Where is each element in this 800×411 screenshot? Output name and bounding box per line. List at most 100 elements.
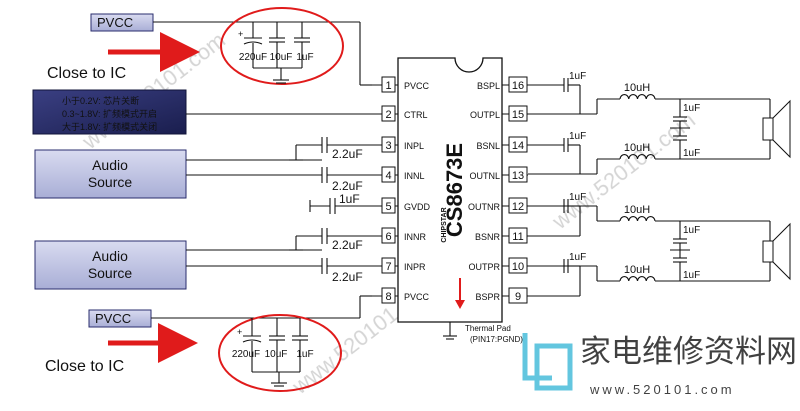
cap-inpr: 2.2uF: [332, 270, 363, 284]
cap-filter-top-1: 1uF: [683, 103, 700, 114]
pin-box-4: [381, 166, 396, 183]
audio-source-2-box: [34, 240, 187, 290]
inductor-4: [619, 275, 656, 282]
chip-part-number: CS8673E: [442, 143, 467, 237]
audio-source-1-box: [34, 149, 187, 199]
output-network: 1uF 1uF 1uF 1uF 10uH 10uH 10uH 10uH 1uF 1uF: [528, 71, 791, 297]
cap-inpl: 2.2uF: [332, 147, 363, 161]
pin-box-9: [508, 287, 528, 304]
pin-name-outnl: OUTNL: [469, 171, 500, 181]
watermark-logo-text: 家电维修资料网: [580, 334, 797, 369]
pin-number-14: 14: [512, 140, 524, 152]
pin-name-outpl: OUTPL: [470, 110, 500, 120]
cap-filter-bottom-2: 1uF: [683, 270, 700, 281]
cap-bottom-220uF: 220uF: [232, 349, 260, 360]
cap-bottom-10uF: 10uF: [265, 349, 288, 360]
pin-box-2: [381, 105, 396, 122]
pin-number-3: 3: [385, 140, 391, 152]
inductor-3: [619, 215, 656, 222]
pvcc-bottom-label: PVCC: [95, 311, 131, 326]
inductor-label-4: 10uH: [624, 264, 650, 276]
audio-source-2-line2: Source: [88, 265, 133, 281]
cap-gvdd: 1uF: [339, 192, 360, 206]
cap-innl: 2.2uF: [332, 179, 363, 193]
pin-box-12: [508, 197, 528, 214]
pin-number-8: 8: [385, 291, 391, 303]
pin-box-8: [381, 287, 396, 304]
audio-source-2-line1: Audio: [92, 248, 128, 264]
cap-top-220uF: 220uF: [239, 52, 267, 63]
pin-name-bspl: BSPL: [477, 81, 500, 91]
cap-filter-top-2: 1uF: [683, 148, 700, 159]
pin-box-10: [508, 257, 528, 274]
pin-name-innl: INNL: [404, 171, 425, 181]
thermal-pad-pin: (PIN17:PGND): [470, 335, 523, 344]
pin-number-13: 13: [512, 170, 524, 182]
ctrl-note-box: [32, 89, 187, 135]
pin-number-12: 12: [512, 201, 524, 213]
audio-source-1-line2: Source: [88, 174, 133, 190]
pin-box-7: [381, 257, 396, 274]
pin-number-10: 10: [512, 261, 524, 273]
pin-box-1: [381, 76, 396, 93]
pin-name-outpr: OUTPR: [469, 262, 501, 272]
pin-name-ctrl: CTRL: [404, 110, 428, 120]
inductor-label-1: 10uH: [624, 82, 650, 94]
pin-box-5: [381, 197, 396, 214]
pin-number-9: 9: [515, 291, 521, 303]
ctrl-note-line-1: 小于0.2V: 芯片关断: [62, 95, 139, 106]
pin-name-pvcc: PVCC: [404, 292, 430, 302]
pin-name-innr: INNR: [404, 232, 426, 242]
ctrl-note-line-3: 大于1.8V: 扩频模式关闭: [62, 121, 157, 132]
top-capacitor-group: + 220uF 10uF 1uF: [220, 7, 344, 85]
pin-name-bsnr: BSNR: [475, 232, 501, 242]
svg-text:+: +: [237, 327, 242, 337]
pin-number-5: 5: [385, 201, 391, 213]
close-to-ic-top: Close to IC: [47, 65, 126, 82]
inductor-1: [619, 93, 656, 100]
cap-innr: 2.2uF: [332, 238, 363, 252]
cap-filter-bottom-1: 1uF: [683, 225, 700, 236]
speaker-right-cone: [772, 222, 791, 281]
pin-number-2: 2: [385, 109, 391, 121]
pvcc-top-label: PVCC: [97, 15, 133, 30]
cap-top-1uF: 1uF: [296, 52, 313, 63]
inductor-label-3: 10uH: [624, 204, 650, 216]
pin-number-6: 6: [385, 231, 391, 243]
watermark-logo-url: www.520101.com: [589, 382, 735, 397]
pin-box-6: [381, 227, 396, 244]
pin-box-13: [508, 166, 528, 183]
pin-box-15: [508, 105, 528, 122]
cap-top-10uF: 10uF: [270, 52, 293, 63]
audio-source-1-line1: Audio: [92, 157, 128, 173]
pin-number-16: 16: [512, 80, 524, 92]
cap-bottom-1uF: 1uF: [296, 349, 313, 360]
chip-brand: CHIPSTAR: [441, 207, 448, 242]
pin-number-7: 7: [385, 261, 391, 273]
speaker-left-magnet: [762, 117, 774, 141]
speaker-right-magnet: [762, 240, 774, 263]
svg-text:+: +: [238, 29, 243, 39]
input-capacitors: 2.2uF 2.2uF 1uF 2.2uF 2.2uF: [289, 137, 372, 284]
pin-box-14: [508, 136, 528, 153]
watermark-logo: 家电维修资料网 www.520101.com: [522, 333, 797, 397]
close-to-ic-bottom: Close to IC: [45, 358, 124, 375]
pin-number-15: 15: [512, 109, 524, 121]
pin-box-11: [508, 227, 528, 244]
pin-name-bsnl: BSNL: [476, 141, 500, 151]
pin-box-16: [508, 76, 528, 93]
inductor-label-2: 10uH: [624, 142, 650, 154]
cap-bootstrap-4: 1uF: [569, 252, 586, 263]
inductor-2: [619, 153, 656, 160]
pin-name-pvcc: PVCC: [404, 81, 430, 91]
watermark-logo-icon: [522, 333, 573, 391]
cap-bootstrap-3: 1uF: [569, 192, 586, 203]
speaker-left-cone: [772, 99, 791, 159]
pin-name-bspr: BSPR: [475, 292, 500, 302]
cap-bootstrap-2: 1uF: [569, 131, 586, 142]
cap-bootstrap-1: 1uF: [569, 71, 586, 82]
pin-box-3: [381, 136, 396, 153]
